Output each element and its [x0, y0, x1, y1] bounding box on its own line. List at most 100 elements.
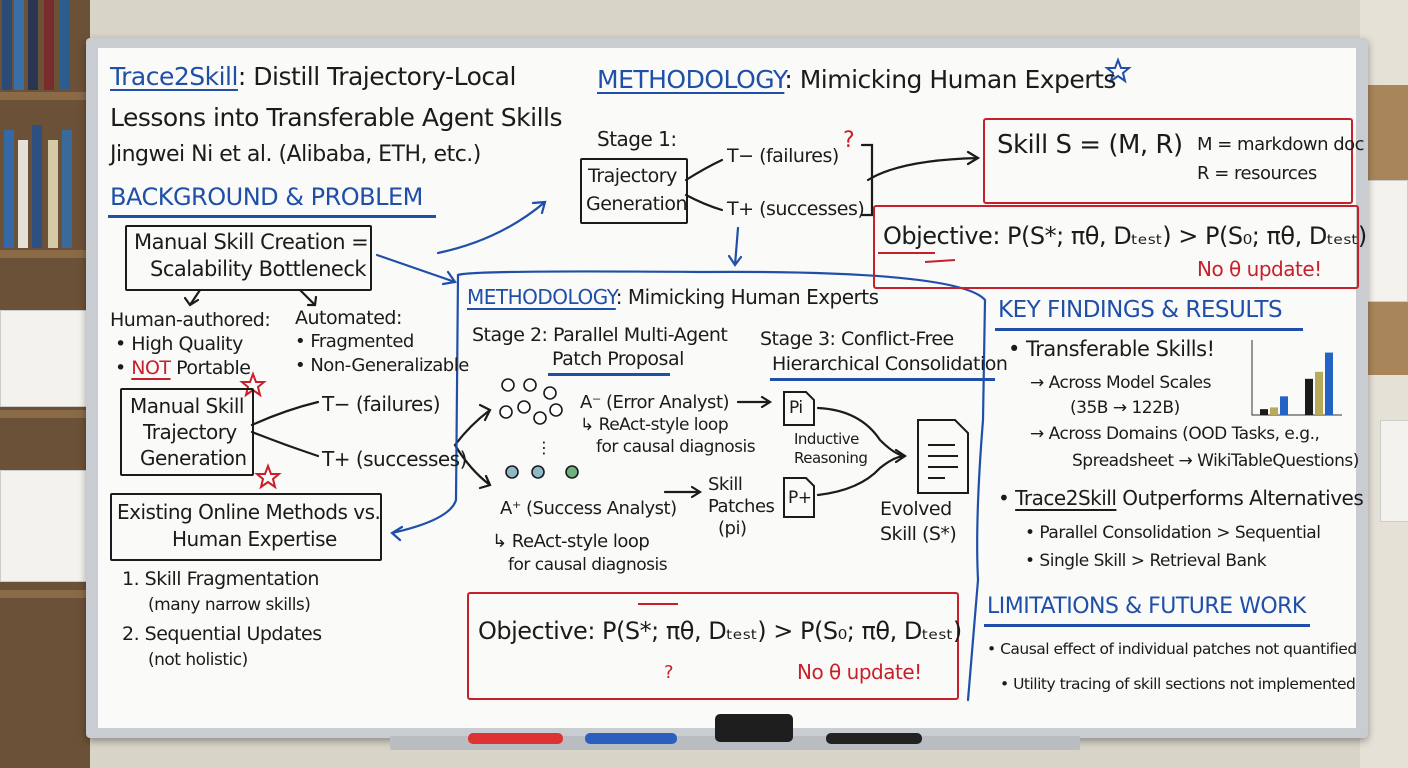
stage2-title: Parallel Multi-Agent — [552, 324, 728, 346]
blue-marker[interactable] — [585, 733, 677, 744]
success-analyst: A⁺ (Success Analyst) — [500, 498, 677, 519]
existing-line: Existing Online Methods vs. — [117, 500, 381, 524]
skill-patches-label: Patches — [708, 496, 775, 517]
automated-label: Automated: — [295, 307, 402, 329]
inductive-label: Inductive — [794, 430, 859, 448]
book — [14, 0, 24, 90]
human-authored-label: Human-authored: — [110, 309, 271, 331]
authors: Jingwei Ni et al. (Alibaba, ETH, etc.) — [110, 142, 481, 167]
finding-item: (35B → 122B) — [1070, 398, 1180, 418]
automated-item: • Non-Generalizable — [295, 355, 469, 376]
heading-underline — [995, 328, 1303, 331]
red-marker[interactable] — [468, 733, 563, 744]
pinned-paper — [1380, 420, 1408, 522]
transferable-skills: • Transferable Skills! — [1008, 337, 1215, 361]
objective-underline — [878, 252, 956, 263]
limitation-item: • Causal effect of individual patches no… — [987, 640, 1357, 658]
arrow-stage2-split — [453, 403, 492, 490]
shelf-plank — [0, 250, 90, 258]
skill-definition-box — [983, 118, 1353, 204]
manual-box-line: Generation — [140, 446, 247, 470]
human-item: • High Quality — [115, 333, 243, 355]
agents-icon — [499, 378, 579, 479]
book — [32, 125, 42, 248]
objective-label: Objective — [478, 617, 588, 645]
shelf-plank — [0, 92, 90, 100]
stage3-title: Stage 3: Conflict-Free — [760, 328, 954, 350]
objective-formula: : P(S*; πθ, Dₜₑₛₜ) > P(S₀; πθ, Dₜₑₛₜ) — [992, 222, 1367, 250]
manual-trajectory-box — [120, 388, 254, 476]
inductive-label: Reasoning — [794, 449, 868, 467]
patch-doc-icon — [783, 391, 815, 426]
paper-stack — [0, 470, 90, 582]
existing-line: Human Expertise — [172, 527, 337, 551]
not-emphasis: NOT — [131, 357, 171, 379]
finding-item: → Across Model Scales — [1030, 373, 1212, 393]
arrow-to-existing — [390, 273, 460, 542]
error-loop: ↳ ReAct-style loop — [580, 415, 729, 435]
methodology-subheading: : Mimicking Human Experts — [784, 65, 1116, 94]
bracket-stage1 — [860, 143, 874, 217]
human-item: • NOT Portable — [115, 357, 251, 379]
arrow-stage1-minus — [684, 158, 724, 182]
methodology-subheading: : Mimicking Human Experts — [615, 285, 879, 309]
book — [44, 0, 54, 90]
objective-label: Objective — [883, 222, 993, 250]
trajectory-generation-box — [580, 158, 688, 224]
whiteboard — [98, 48, 1356, 728]
trajectory-box-line: Trajectory — [588, 165, 677, 187]
results-bar-chart — [1251, 340, 1342, 416]
arrow-t-minus — [250, 400, 320, 427]
black-marker[interactable] — [826, 733, 922, 744]
book — [28, 0, 38, 90]
t-minus-label: T− (failures) — [322, 392, 441, 416]
t-plus-label: T+ (successes) — [727, 198, 865, 220]
methodology-heading: METHODOLOGY — [467, 285, 616, 309]
manual-box-line: Trajectory — [143, 420, 237, 444]
background-heading: BACKGROUND & PROBLEM — [110, 183, 423, 211]
chart-bar — [1270, 407, 1278, 415]
issue-item: 2. Sequential Updates — [122, 623, 322, 645]
arrow-inductive — [816, 406, 907, 497]
ellipsis: ⋮ — [536, 438, 552, 457]
book — [62, 130, 72, 248]
findings-heading: KEY FINDINGS & RESULTS — [998, 297, 1283, 323]
bottleneck-line2: Scalability Bottleneck — [150, 257, 367, 281]
arrow-stage1-plus — [684, 193, 724, 212]
arrow-stage1-down — [727, 226, 743, 267]
limitations-heading: LIMITATIONS & FUTURE WORK — [987, 594, 1306, 619]
success-loop: for causal diagnosis — [508, 555, 668, 575]
arrow-error-patch — [736, 395, 773, 409]
patch-plus-label: P+ — [788, 488, 812, 508]
methodology-border — [456, 270, 987, 702]
star-icon — [254, 463, 282, 490]
question-mark: ? — [664, 662, 674, 683]
objective-box-mid — [467, 592, 959, 700]
whiteboard-eraser[interactable] — [715, 714, 793, 742]
methodology-heading: METHODOLOGY — [597, 65, 785, 94]
existing-methods-box — [110, 493, 382, 561]
error-analyst: A⁻ (Error Analyst) — [580, 392, 730, 413]
skill-patches-label: (pi) — [718, 518, 747, 539]
shelf-plank — [0, 410, 90, 418]
question-mark: ? — [843, 128, 855, 153]
issue-item: 1. Skill Fragmentation — [122, 568, 319, 590]
evolved-skill-label: Evolved — [880, 498, 952, 520]
bottleneck-line1: Manual Skill Creation = — [134, 230, 369, 254]
skill-patches-label: Skill — [708, 474, 743, 495]
m-definition: M = markdown doc — [1197, 134, 1365, 155]
arrow-to-skill — [866, 150, 981, 182]
patch-minus-label: Pi — [789, 398, 803, 418]
finding-item: • Single Skill > Retrieval Bank — [1025, 551, 1267, 571]
bookshelf — [0, 0, 90, 768]
chart-bar — [1325, 352, 1333, 415]
book — [4, 130, 14, 248]
arrow-success-patch — [663, 485, 703, 499]
stage2-label: Stage 2: — [472, 324, 553, 346]
book — [2, 0, 12, 90]
finding-item: Spreadsheet → WikiTableQuestions) — [1072, 451, 1359, 471]
finding-item: • Parallel Consolidation > Sequential — [1025, 523, 1321, 543]
chart-bar — [1260, 409, 1268, 415]
chart-bar — [1315, 371, 1323, 415]
